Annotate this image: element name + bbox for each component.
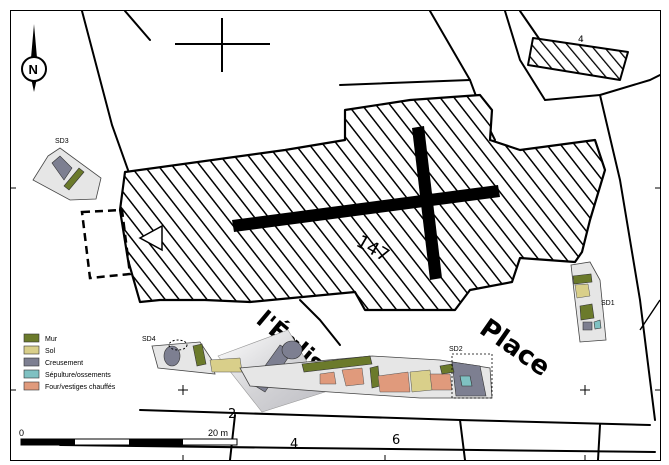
legend-label: Creusement xyxy=(45,360,83,367)
legend: Mur Sol Creusement Sépulture/ossements F… xyxy=(23,333,116,391)
legend-swatch xyxy=(23,381,40,391)
sondage-sd3: SD3 xyxy=(32,138,102,201)
scale-start: 0 xyxy=(19,428,24,438)
scale-bar: 0 20 m xyxy=(19,428,238,446)
cadastre-lines xyxy=(59,10,661,461)
cadastre-number: 2 xyxy=(228,407,236,422)
cadastre-number: 6 xyxy=(392,433,400,448)
church-cross xyxy=(232,126,500,280)
sondage-sd2-trench: SD2 xyxy=(239,346,493,399)
legend-item-sepulture: Sépulture/ossements xyxy=(23,369,111,379)
legend-item-mur: Mur xyxy=(23,333,58,343)
legend-label: Sol xyxy=(45,348,56,355)
legend-swatch xyxy=(23,369,40,379)
legend-item-creusement: Creusement xyxy=(23,357,83,367)
church-footprint xyxy=(118,93,607,312)
sondage-sd1: SD1 xyxy=(570,261,615,343)
dashed-structure xyxy=(80,208,132,280)
legend-label: Four/vestiges chauffés xyxy=(45,384,116,391)
cadastre-number: 4 xyxy=(578,35,584,45)
legend-swatch xyxy=(23,357,40,367)
church-west-triangle xyxy=(138,224,163,252)
map-frame xyxy=(10,10,661,461)
legend-label: Mur xyxy=(45,336,58,343)
legend-swatch xyxy=(23,333,40,343)
scale-end: 20 m xyxy=(208,428,228,438)
sd2-label: SD2 xyxy=(449,346,463,353)
north-label: N xyxy=(29,62,38,77)
sd4-label: SD4 xyxy=(142,336,156,343)
sd1-label: SD1 xyxy=(601,300,615,307)
legend-label: Sépulture/ossements xyxy=(45,372,111,379)
legend-item-four: Four/vestiges chauffés xyxy=(23,381,116,391)
sd3-label: SD3 xyxy=(55,138,69,145)
legend-swatch xyxy=(23,345,40,355)
legend-item-sol: Sol xyxy=(23,345,56,355)
north-arrow-icon: N xyxy=(21,24,47,92)
hatched-building-north-east xyxy=(527,37,629,81)
cadastre-number: 4 xyxy=(290,437,298,452)
